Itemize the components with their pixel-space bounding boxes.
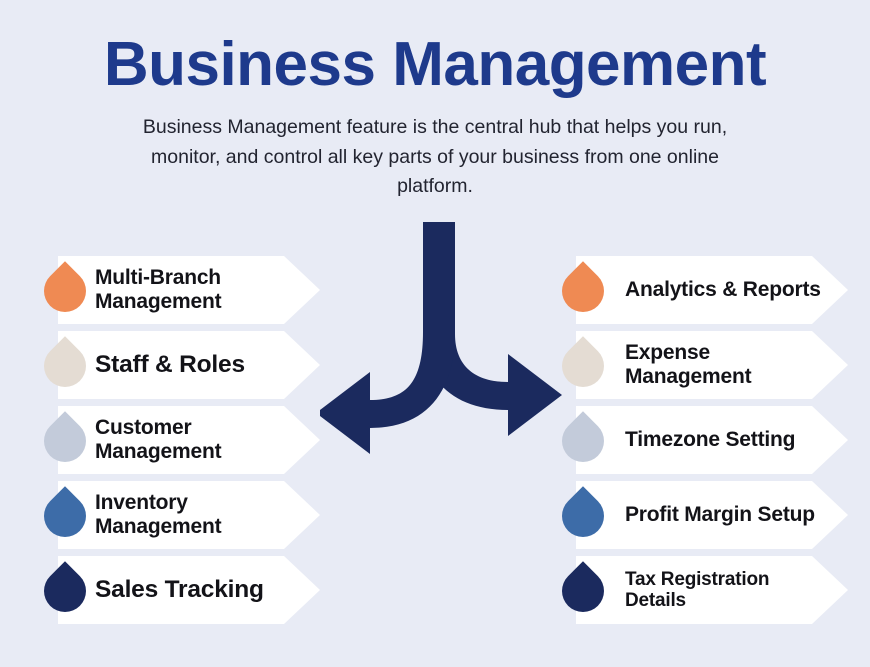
list-item-label: Profit Margin Setup (625, 503, 815, 527)
list-item-label: Expense Management (625, 341, 752, 388)
banner-shape (576, 406, 848, 474)
list-item[interactable]: Timezone Setting (548, 406, 848, 474)
split-arrow-left-right-icon (316, 214, 570, 459)
page-title: Business Management (103, 30, 767, 99)
list-item[interactable]: Staff & Roles (20, 331, 320, 399)
list-item-label: Timezone Setting (625, 428, 796, 452)
banner-shape (58, 256, 320, 324)
list-item[interactable]: Multi-Branch Management (20, 256, 320, 324)
list-item[interactable]: Sales Tracking (20, 556, 320, 624)
list-item-label: Inventory Management (95, 491, 222, 538)
list-item[interactable]: Expense Management (548, 331, 848, 399)
banner-shape (576, 481, 848, 549)
banner-shape (58, 556, 320, 624)
list-item-label: Tax Registration Details (625, 568, 770, 611)
list-item-label: Multi-Branch Management (95, 266, 222, 313)
list-item-label: Analytics & Reports (625, 278, 821, 302)
left-feature-column: Multi-Branch Management Staff & Roles Cu… (20, 256, 320, 631)
list-item[interactable]: Inventory Management (20, 481, 320, 549)
list-item[interactable]: Tax Registration Details (548, 556, 848, 624)
list-item-label: Customer Management (95, 416, 222, 463)
banner-shape (58, 406, 320, 474)
list-item[interactable]: Customer Management (20, 406, 320, 474)
banner-shape (576, 256, 848, 324)
list-item-label: Staff & Roles (95, 351, 245, 379)
banner-shape (58, 481, 320, 549)
page-subtitle: Business Management feature is the centr… (142, 116, 728, 198)
list-item[interactable]: Analytics & Reports (548, 256, 848, 324)
banner-shape (58, 331, 320, 399)
list-item-label: Sales Tracking (95, 576, 264, 604)
right-feature-column: Analytics & Reports Expense Management T… (548, 256, 848, 631)
banner-shape (576, 556, 848, 624)
banner-shape (576, 331, 848, 399)
header: Business Management Business Management … (0, 0, 870, 202)
list-item[interactable]: Profit Margin Setup (548, 481, 848, 549)
